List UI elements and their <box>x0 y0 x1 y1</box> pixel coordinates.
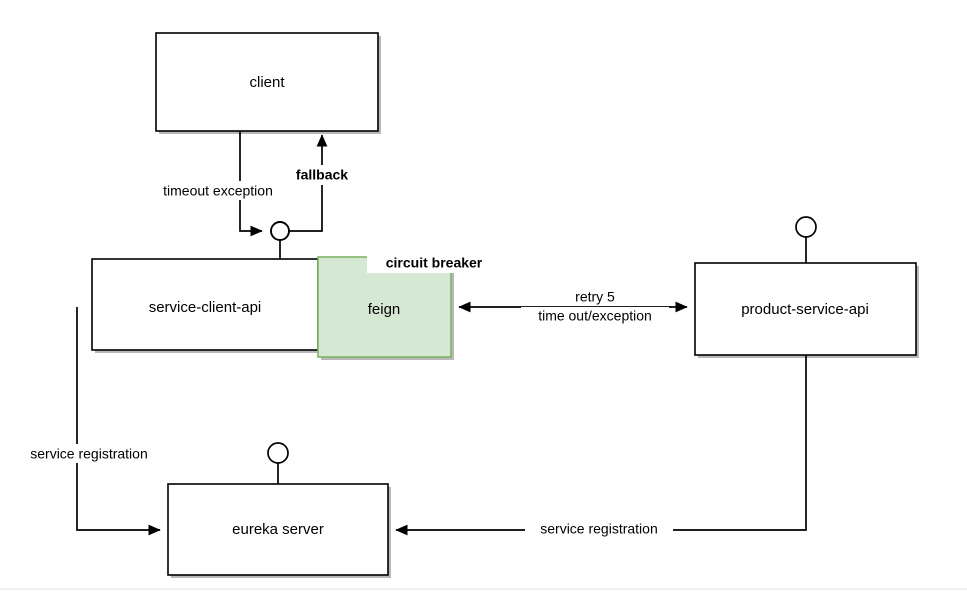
label-service-registration-left: service registration <box>13 444 165 463</box>
node-service-client-api[interactable]: service-client-api <box>91 258 321 353</box>
node-client[interactable]: client <box>155 32 381 134</box>
label-retry-line2-text: time out/exception <box>538 308 652 324</box>
label-service-registration-right: service registration <box>525 521 673 539</box>
edge-product-to-eureka <box>395 355 807 536</box>
node-eureka-server[interactable]: eureka server <box>167 483 391 578</box>
label-fallback-text: fallback <box>296 167 348 183</box>
label-service-registration-left-text: service registration <box>30 446 148 462</box>
label-circuit-breaker-text: circuit breaker <box>386 255 483 271</box>
label-retry-line1-text: retry 5 <box>575 289 615 305</box>
node-client-label: client <box>249 74 285 91</box>
node-feign-label: feign <box>368 301 401 318</box>
lollipop-interface-icon-eureka <box>267 442 289 464</box>
label-retry-timeout: retry 5 time out/exception <box>521 288 669 325</box>
node-product-service-api-label: product-service-api <box>741 301 869 318</box>
edge-timeout-exception <box>239 131 263 237</box>
label-timeout-exception: timeout exception <box>146 181 290 200</box>
edge-service-client-to-eureka <box>76 307 161 536</box>
node-eureka-server-label: eureka server <box>232 521 324 538</box>
label-timeout-exception-text: timeout exception <box>163 183 273 199</box>
label-fallback: fallback <box>283 165 361 185</box>
node-service-client-api-label: service-client-api <box>149 299 262 316</box>
lollipop-interface-icon-product <box>795 216 817 238</box>
node-product-service-api[interactable]: product-service-api <box>694 262 919 358</box>
node-feign[interactable]: feign <box>317 256 454 360</box>
label-service-registration-right-text: service registration <box>540 521 658 537</box>
label-circuit-breaker: circuit breaker <box>367 253 501 273</box>
circle-junction-icon <box>270 221 290 241</box>
